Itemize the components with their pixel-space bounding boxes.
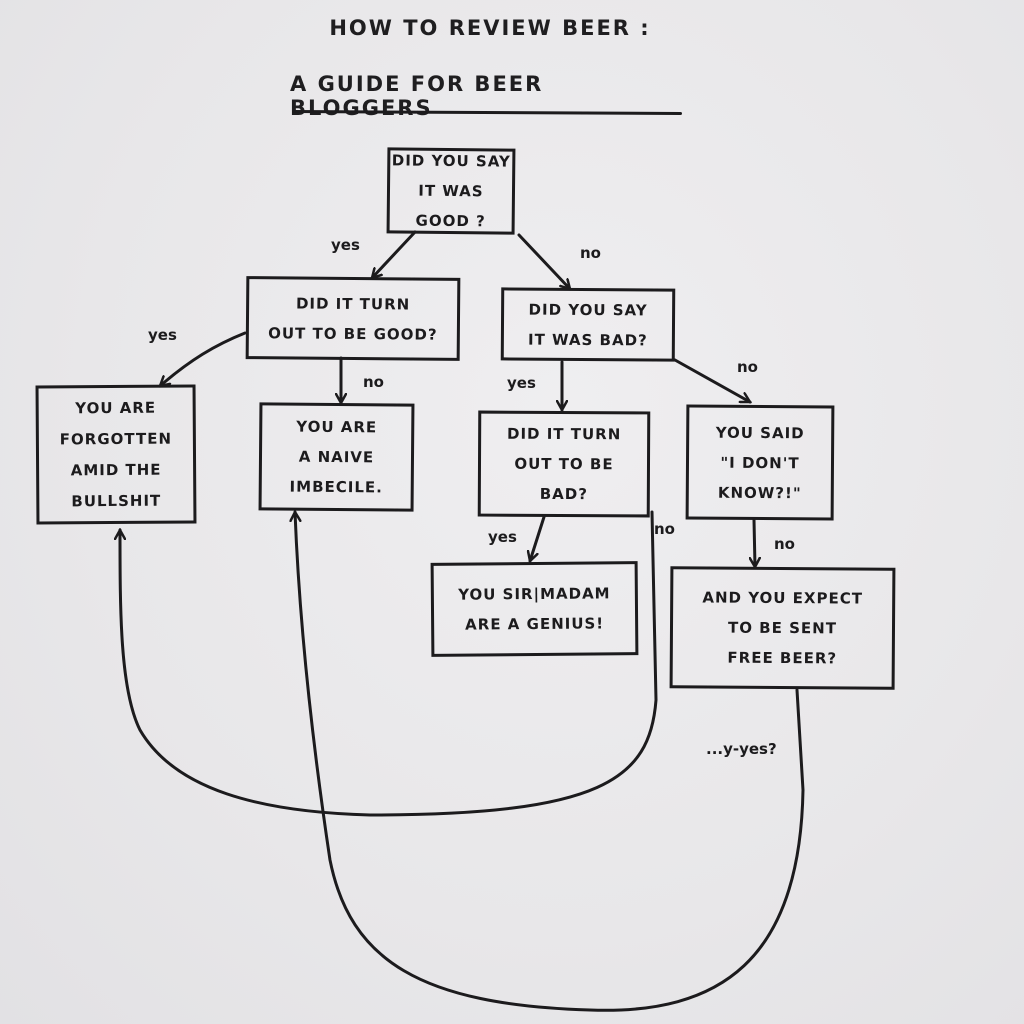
node-did-you-say-it-was-bad[interactable]: Did you say it was bad? <box>500 287 676 362</box>
edge-free-beer-yes-loop <box>295 512 805 1012</box>
label-turned-good-yes: yes <box>148 326 177 344</box>
node-you-are-a-genius[interactable]: You sir|madam are a genius! <box>430 561 639 657</box>
node-did-you-say-it-was-good[interactable]: Did you say it was good ? <box>386 147 516 235</box>
label-said-bad-yes: yes <box>507 374 536 392</box>
node-did-it-turn-out-good[interactable]: Did it turn out to be good? <box>245 276 461 361</box>
label-dont-know-no: no <box>774 535 795 553</box>
title-line-1: How to review beer : <box>329 16 651 40</box>
edge-turned-bad-no-loop <box>120 510 658 817</box>
edge-turned-good-yes <box>160 331 247 386</box>
node-you-said-i-dont-know[interactable]: You said "I don't know?!" <box>685 404 835 521</box>
label-said-good-no: no <box>580 244 601 262</box>
label-turned-bad-yes: yes <box>488 528 517 546</box>
node-you-are-forgotten[interactable]: You are forgotten amid the bullshit <box>35 384 197 525</box>
node-did-it-turn-out-bad[interactable]: Did it turn out to be bad? <box>477 410 651 518</box>
node-expect-free-beer[interactable]: And you expect to be sent free beer? <box>669 566 896 690</box>
edge-said-bad-no <box>673 358 750 404</box>
node-you-are-naive-imbecile[interactable]: You are a naive imbecile. <box>258 402 415 512</box>
label-turned-bad-no: no <box>654 520 675 538</box>
label-free-beer-yes: ...y-yes? <box>706 740 777 758</box>
edge-said-good-yes <box>372 230 417 278</box>
edge-said-good-no <box>517 233 570 289</box>
edge-dont-know-no <box>754 518 755 567</box>
edge-turned-bad-yes <box>530 515 546 561</box>
label-turned-good-no: no <box>363 373 384 391</box>
label-said-good-yes: yes <box>331 236 360 254</box>
title-line-2: A guide for beer bloggers <box>290 72 544 120</box>
label-said-bad-no: no <box>737 358 758 376</box>
